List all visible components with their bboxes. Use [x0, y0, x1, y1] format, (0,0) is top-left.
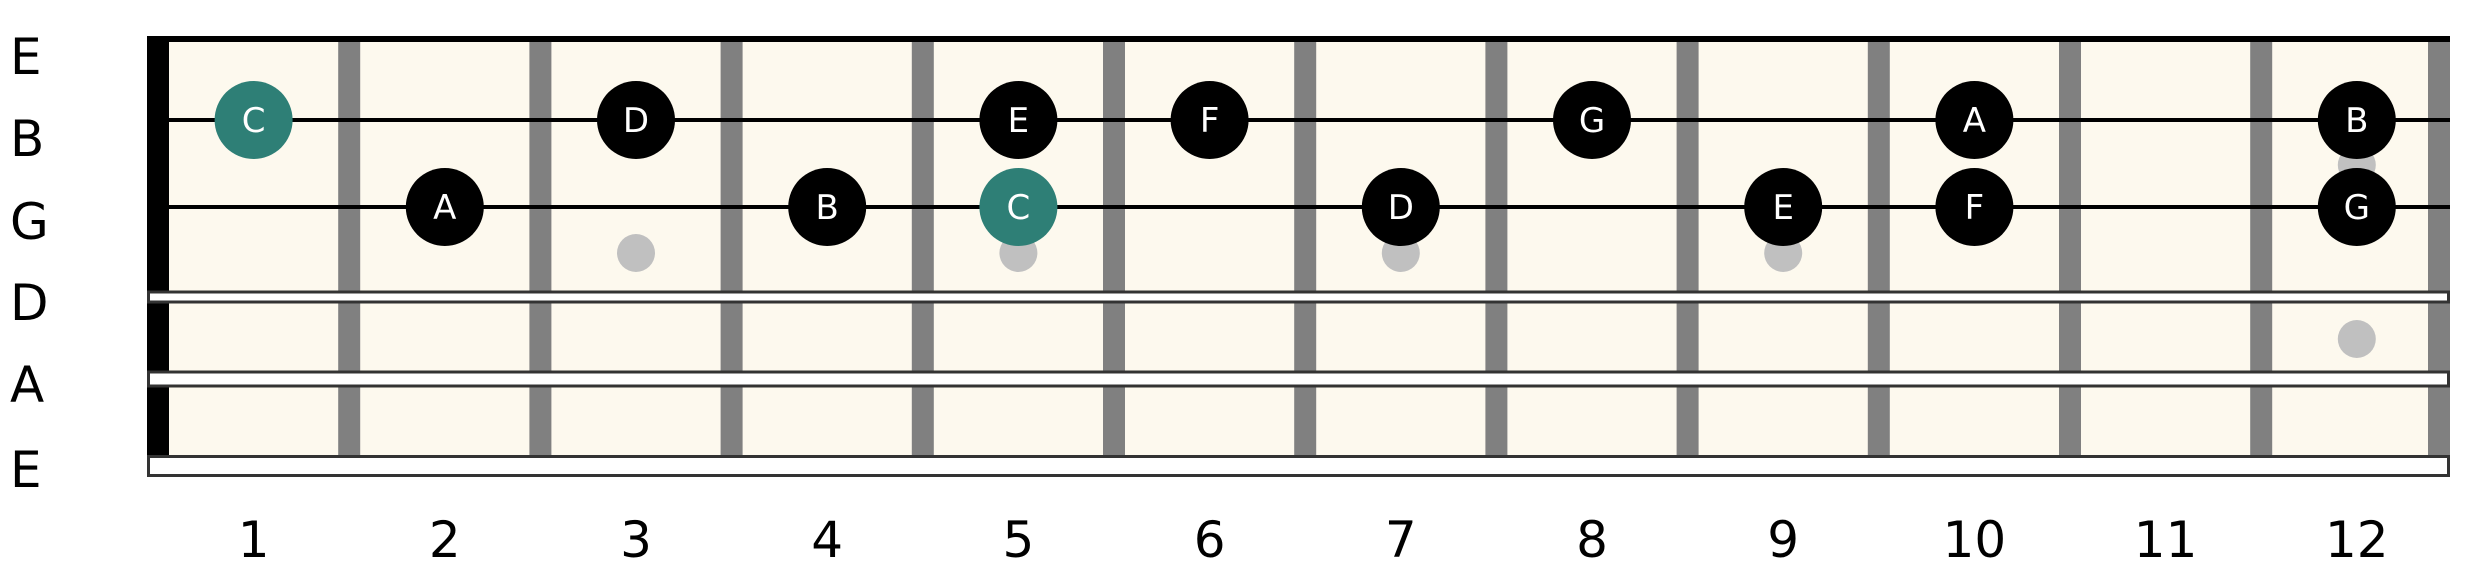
note-marker [1935, 168, 2014, 246]
note-marker [979, 81, 1058, 159]
note-marker [2317, 168, 2396, 246]
string-high-e [147, 36, 2450, 42]
note-label: A [433, 188, 456, 228]
fret-number: 7 [1385, 511, 1417, 568]
note-label: C [242, 101, 266, 141]
string-label: B [10, 110, 44, 168]
note-label: G [1579, 101, 1605, 141]
note-marker [1935, 81, 2014, 159]
fret-wire [2428, 39, 2450, 468]
inlay-dot [617, 234, 655, 272]
fret-wire [529, 39, 552, 468]
note-label: F [1965, 188, 1985, 228]
string-label: A [10, 356, 44, 414]
fret-wire [1103, 39, 1125, 468]
string-a [147, 370, 2450, 388]
string-b [169, 118, 2450, 122]
fret-number: 10 [1943, 511, 2007, 568]
string-d [147, 290, 2450, 304]
root-note-marker [979, 168, 1058, 246]
note-marker [405, 168, 484, 246]
note-marker [788, 168, 867, 246]
nut [147, 39, 169, 468]
fret-wire [1294, 39, 1317, 468]
fret-wire [911, 39, 934, 468]
fret-wire [2059, 39, 2081, 468]
note-marker [597, 81, 675, 159]
fret-wire [1485, 39, 1508, 468]
note-label: F [1200, 101, 1220, 141]
note-label: C [1007, 188, 1031, 228]
string-label: E [10, 28, 42, 86]
note-label: G [2344, 188, 2370, 228]
note-label: B [2345, 101, 2368, 141]
note-marker [1361, 168, 1440, 246]
fret-number: 11 [2134, 511, 2198, 568]
fret-number: 5 [1002, 511, 1034, 568]
fret-wire [2250, 39, 2273, 468]
inlay-dot [2337, 320, 2376, 358]
string-label: G [10, 193, 49, 251]
string-g [169, 205, 2450, 209]
note-label: D [623, 101, 649, 141]
note-marker [1170, 81, 1249, 159]
string-label: D [10, 274, 49, 332]
fret-wire [720, 39, 743, 468]
string-label: E [10, 441, 42, 499]
fret-wire [1867, 39, 1890, 468]
fret-wire [1676, 39, 1699, 468]
fret-number: 9 [1767, 511, 1799, 568]
note-marker [2317, 81, 2396, 159]
fret-number: 12 [2325, 511, 2389, 568]
fret-number: 6 [1194, 511, 1226, 568]
fret-number: 3 [620, 511, 652, 568]
note-label: D [1388, 188, 1414, 228]
fret-number: 2 [429, 511, 461, 568]
fret-number: 4 [811, 511, 843, 568]
note-marker [1553, 81, 1631, 159]
string-low-e [147, 455, 2450, 477]
note-label: E [1008, 101, 1029, 141]
note-marker [1744, 168, 1823, 246]
root-note-marker [214, 81, 293, 159]
note-label: B [816, 188, 839, 228]
fret-wire [338, 39, 361, 468]
note-label: E [1772, 188, 1793, 228]
fret-number: 1 [238, 511, 270, 568]
note-label: A [1963, 101, 1986, 141]
fret-number: 8 [1576, 511, 1608, 568]
